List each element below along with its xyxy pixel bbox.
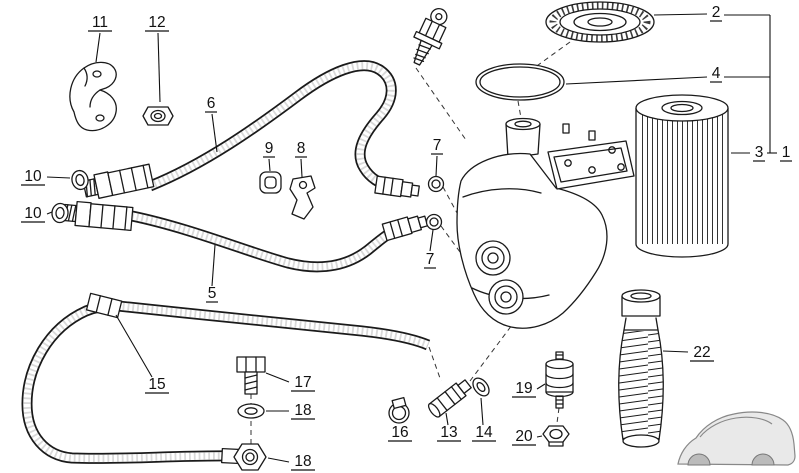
hose-6-right-fitting [374,175,420,198]
oil-pressure-sensor [413,7,448,66]
oil-filter-housing [456,117,635,329]
callout-15-label: 15 [148,376,165,393]
ribbed-hose-22 [617,289,665,448]
callout-22-label: 22 [693,344,710,361]
callout-11: 11 [88,14,112,63]
callout-4: 4 [565,65,770,85]
bolt-17 [236,356,266,395]
oring-10-lower [51,202,69,224]
callout-2-label: 2 [712,4,721,21]
callout-14: 14 [472,397,496,442]
callout-8: 8 [295,140,307,178]
hose-6-left-fitting [82,163,155,199]
callout-10-upper: 10 [21,168,71,186]
callout-2: 2 [653,4,770,22]
car-silhouette-icon [677,411,796,466]
callout-12: 12 [145,14,169,103]
nut-18-lower [220,443,267,471]
callout-7-lower-label: 7 [426,251,435,268]
callout-3: 3 [731,144,777,162]
callout-5: 5 [206,244,218,303]
hose-6 [82,60,420,199]
callout-7-upper: 7 [431,137,443,177]
callout-10-lower-label: 10 [24,205,42,222]
nut-12 [142,106,174,126]
callout-3-label: 3 [755,144,764,161]
hose-5 [62,200,429,273]
callout-9: 9 [263,140,275,172]
callout-1-label: 1 [782,144,791,161]
callout-22: 22 [662,344,714,362]
callout-9-label: 9 [265,140,274,157]
filter-cap-2 [545,1,655,43]
callout-20-label: 20 [515,428,533,445]
washer-14 [472,377,490,397]
callout-17-label: 17 [294,374,311,391]
callout-10-upper-label: 10 [24,168,42,185]
callout-6-label: 6 [207,95,216,112]
hose-clamp-bracket-11 [69,61,117,132]
callout-4-label: 4 [712,65,721,82]
callout-20: 20 [512,428,543,446]
callout-7-upper-label: 7 [433,137,442,154]
callout-13: 13 [437,412,461,442]
washer-18-upper [237,403,265,419]
callout-18-upper-label: 18 [294,402,311,419]
oring-10-upper [71,169,89,191]
hose-clamp-15 [85,292,123,319]
callout-7-lower: 7 [424,229,436,269]
filter-element-3 [635,94,729,258]
callout-19-label: 19 [515,380,532,397]
callout-8-label: 8 [297,140,306,157]
callout-16-label: 16 [391,424,408,441]
callout-12-label: 12 [148,14,165,31]
callout-15: 15 [115,314,169,394]
callout-17: 17 [265,372,315,392]
callout-18-lower-label: 18 [294,453,311,470]
callout-11-label: 11 [92,14,108,31]
rubber-mount-19 [545,351,574,409]
callout-10-lower: 10 [21,205,53,223]
callout-1: 1 [780,144,792,162]
callout-6: 6 [205,95,218,153]
hose-clamp-16 [388,396,410,424]
seal-ring-7-upper [427,175,445,193]
hose-15 [21,292,431,464]
callout-18-lower: 18 [267,453,315,471]
hose-5-right-fitting [381,215,429,242]
cap-oring-4 [475,63,565,101]
grommet-9 [259,171,282,194]
fitting-13 [427,379,472,418]
callout-18-upper: 18 [266,402,315,420]
callout-13-label: 13 [440,424,457,441]
callout-19: 19 [512,380,546,398]
seal-ring-7-lower [425,213,443,231]
nut-20 [542,425,570,447]
callout-16: 16 [388,424,412,442]
callout-5-label: 5 [208,285,217,302]
callout-14-label: 14 [475,424,493,441]
bracket-8 [289,175,316,220]
